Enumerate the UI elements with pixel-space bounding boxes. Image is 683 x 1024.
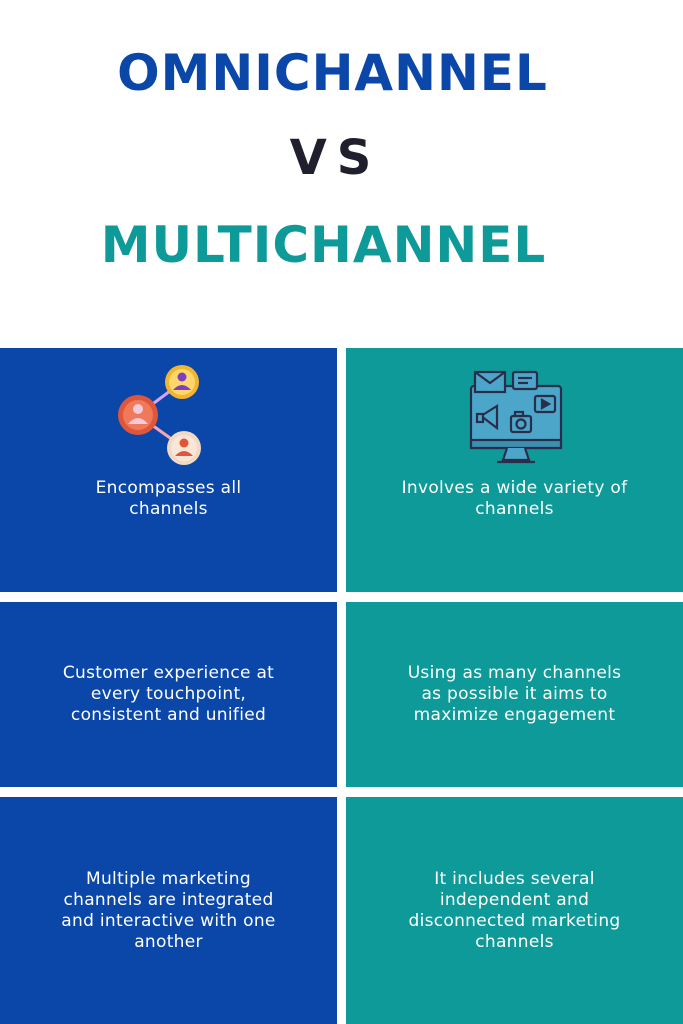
multichannel-title: MULTICHANNEL: [100, 216, 547, 274]
multi-text-2: Using as many channels as possible it ai…: [407, 663, 622, 725]
omni-text-1: Encompasses all channels: [95, 478, 242, 519]
omni-text-3: Multiple marketing channels are integrat…: [61, 868, 276, 952]
versus-label: VS: [289, 130, 382, 186]
omni-cell-3: Multiple marketing channels are integrat…: [0, 797, 337, 1024]
omnichannel-title: OMNICHANNEL: [117, 44, 548, 102]
omni-text-2: Customer experience at every touchpoint,…: [62, 663, 275, 725]
multi-cell-2: Using as many channels as possible it ai…: [346, 602, 683, 787]
multimedia-monitor-icon: [469, 370, 563, 464]
omni-cell-2: Customer experience at every touchpoint,…: [0, 602, 337, 787]
multi-cell-1: Involves a wide variety of channels: [346, 348, 683, 592]
multi-text-1: Involves a wide variety of channels: [401, 478, 628, 519]
multi-cell-3: It includes several independent and disc…: [346, 797, 683, 1024]
people-network-icon: [118, 365, 201, 465]
multi-text-3: It includes several independent and disc…: [408, 868, 621, 952]
